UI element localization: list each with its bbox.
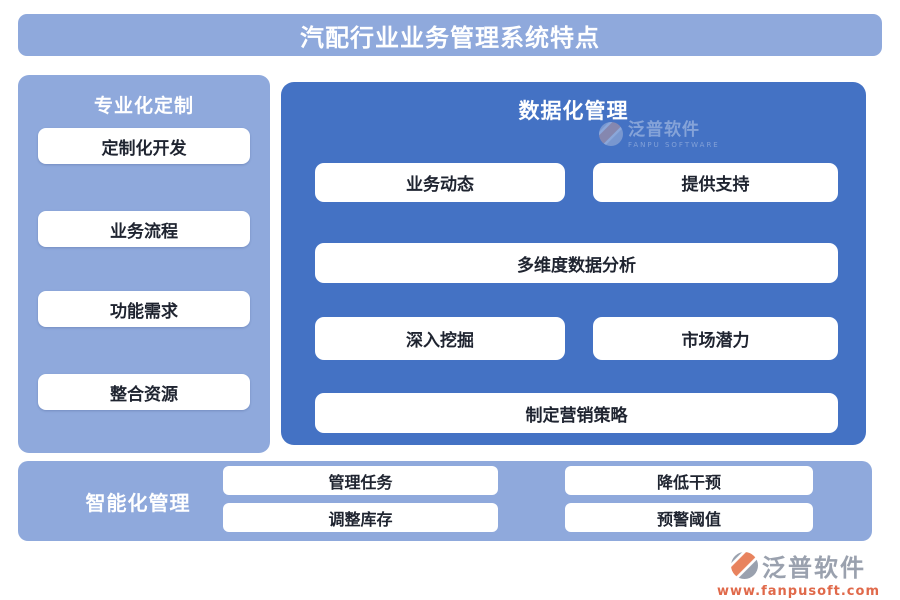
panel-data-management: 数据化管理 泛普软件 FANPU SOFTWARE 业务动态 提供支持 多维度数…	[281, 82, 866, 445]
button-deep-mining[interactable]: 深入挖掘	[315, 317, 565, 360]
button-business-dynamics[interactable]: 业务动态	[315, 163, 565, 202]
button-provide-support[interactable]: 提供支持	[593, 163, 838, 202]
fanpu-logo-icon	[730, 552, 758, 579]
panel-intelligent-title: 智能化管理	[85, 490, 191, 515]
page-title: 汽配行业业务管理系统特点	[300, 22, 600, 52]
button-reduce-intervention[interactable]: 降低干预	[565, 466, 813, 495]
button-adjust-inventory[interactable]: 调整库存	[223, 503, 498, 532]
button-multidimensional-data-analysis[interactable]: 多维度数据分析	[315, 243, 838, 283]
footer-brand-name: 泛普软件	[761, 553, 866, 582]
footer-brand: 泛普软件 www.fanpusoft.com	[717, 548, 880, 599]
button-marketing-strategy[interactable]: 制定营销策略	[315, 393, 838, 433]
button-manage-tasks[interactable]: 管理任务	[223, 466, 498, 495]
button-custom-development[interactable]: 定制化开发	[38, 128, 250, 164]
panel-professional-customization: 专业化定制 定制化开发 业务流程 功能需求 整合资源	[18, 75, 270, 453]
button-business-process[interactable]: 业务流程	[38, 211, 250, 247]
panel-intelligent-management: 智能化管理 管理任务 降低干预 调整库存 预警阈值	[18, 461, 872, 541]
button-market-potential[interactable]: 市场潜力	[593, 317, 838, 360]
button-warning-threshold[interactable]: 预警阈值	[565, 503, 813, 532]
title-banner: 汽配行业业务管理系统特点	[18, 14, 882, 56]
button-integrate-resources[interactable]: 整合资源	[38, 374, 250, 410]
button-function-requirements[interactable]: 功能需求	[38, 291, 250, 327]
panel-professional-title: 专业化定制	[93, 95, 194, 117]
watermark-subtitle: FANPU SOFTWARE	[628, 141, 720, 149]
panel-data-title: 数据化管理	[518, 98, 629, 123]
fanpu-logo-icon	[599, 122, 623, 146]
watermark: 泛普软件 FANPU SOFTWARE	[599, 122, 720, 149]
footer-website-link[interactable]: www.fanpusoft.com	[716, 584, 880, 599]
